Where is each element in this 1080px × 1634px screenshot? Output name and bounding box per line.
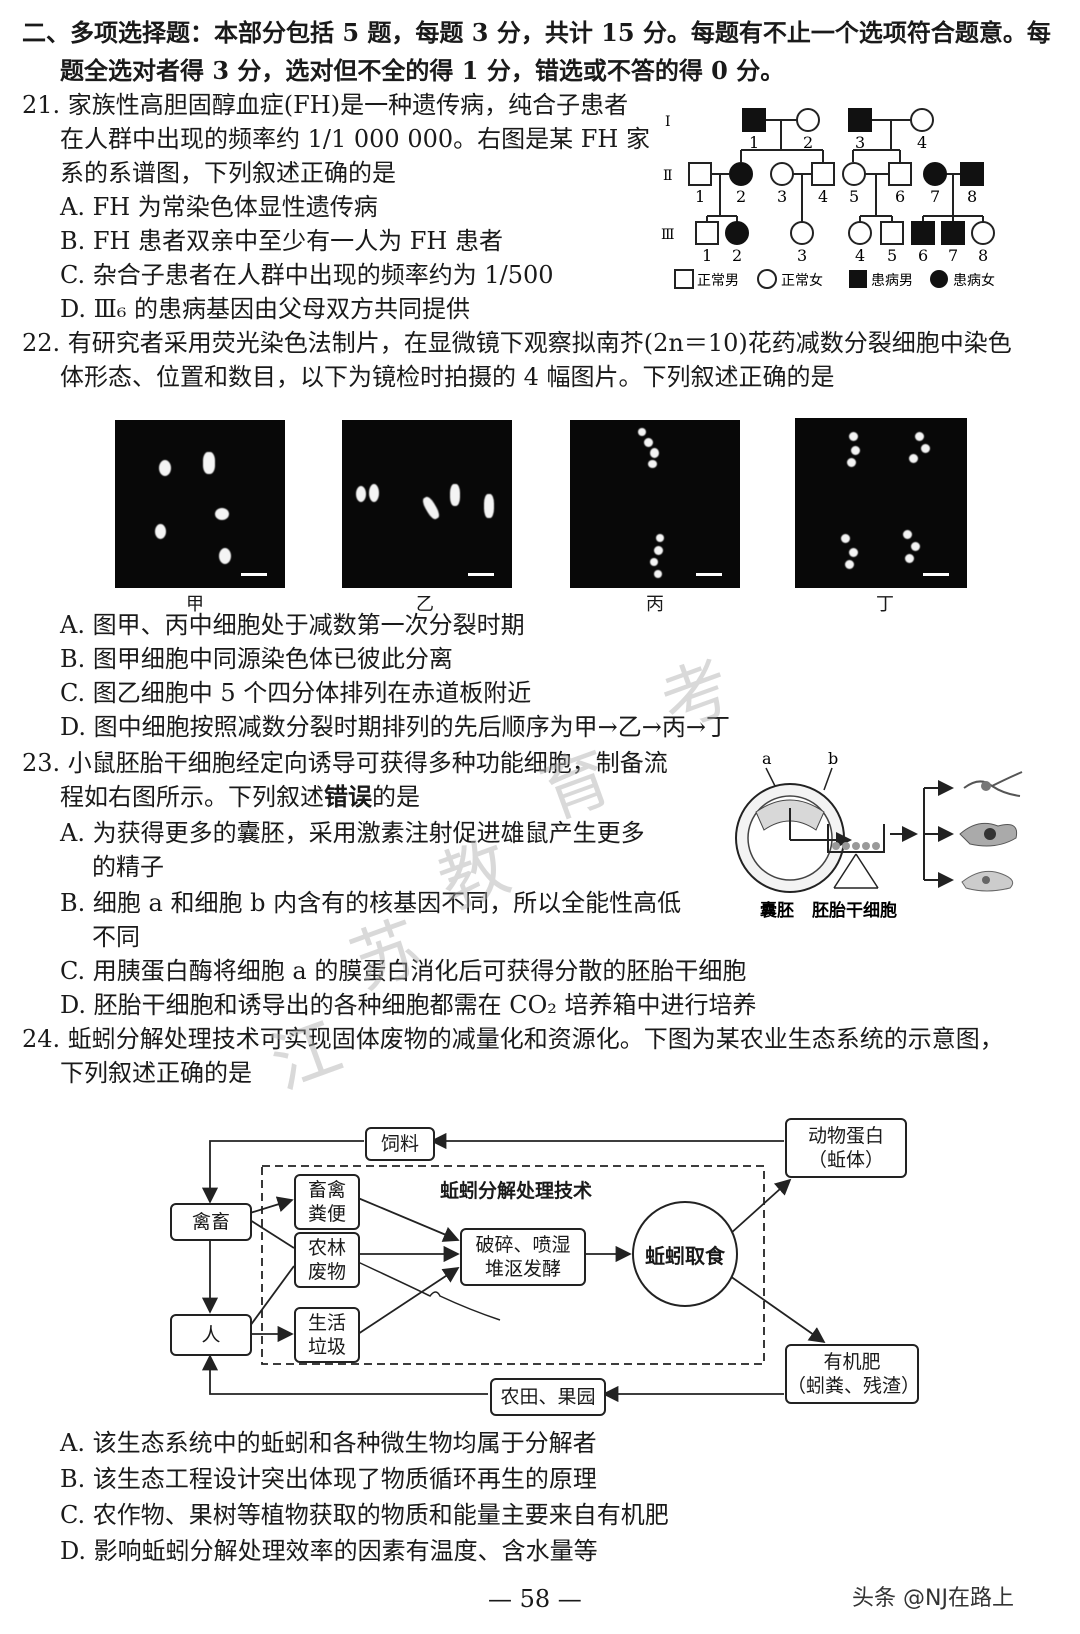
micrograph-label: 乙 [416, 594, 434, 615]
pedigree-number: 1 [695, 187, 705, 206]
q23-option-a: A. 为获得更多的囊胚，采用激素注射促进雄鼠产生更多 [60, 819, 645, 847]
pedigree-number: 8 [967, 187, 977, 206]
earthworm-label: 蚯蚓取食 [645, 1244, 725, 1268]
legend-affected-female: 患病女 [953, 272, 995, 289]
pedigree-number: 4 [917, 133, 927, 152]
legend-affected-male: 患病男 [871, 273, 913, 289]
q22-stem-line2: 体形态、位置和数目，以下为镜检时拍摄的 4 幅图片。下列叙述正确的是 [60, 363, 835, 391]
pedigree-number: 1 [749, 133, 759, 152]
pedigree-gen-label: Ⅲ [661, 227, 675, 243]
process-box: 破碎、喷湿堆沤发酵 [460, 1228, 586, 1286]
q22-option-c: C. 图乙细胞中 5 个四分体排列在赤道板附近 [60, 679, 532, 707]
earthworm-node [632, 1201, 738, 1307]
blastocyst-label: 囊胚 [759, 900, 794, 920]
q21-stem-line1: 21. 家族性高胆固醇血症(FH)是一种遗传病，纯合子患者 [22, 91, 629, 119]
pedigree-number: 3 [797, 246, 807, 265]
q21-stem-line2: 在人群中出现的频率约 1/1 000 000。右图是某 FH 家 [60, 125, 650, 153]
animal-protein-box: 动物蛋白（蚯体） [785, 1118, 907, 1178]
q23-option-a-cont: 的精子 [92, 853, 164, 881]
q22-option-d: D. 图中细胞按照减数分裂时期排列的先后顺序为甲→乙→丙→丁 [60, 713, 730, 741]
q21-option-d: D. Ⅲ₆ 的患病基因由父母双方共同提供 [60, 295, 471, 323]
pedigree-number: 7 [930, 187, 940, 206]
pedigree-number: 7 [948, 246, 958, 265]
q24-option-c: C. 农作物、果树等植物获取的物质和能量主要来自有机肥 [60, 1501, 669, 1529]
ag-waste-box: 农林废物 [294, 1232, 360, 1288]
esc-label: 胚胎干细胞 [812, 900, 897, 920]
pedigree-number: 1 [702, 246, 712, 265]
pedigree-number: 8 [978, 246, 988, 265]
legend-normal-female: 正常女 [781, 272, 823, 289]
q22-option-b: B. 图甲细胞中同源染色体已彼此分离 [60, 645, 453, 673]
q23-option-b-cont: 不同 [92, 923, 140, 951]
pedigree-number: 4 [818, 187, 828, 206]
q21-option-c: C. 杂合子患者在人群中出现的频率约为 1/500 [60, 261, 554, 289]
pedigree-number: 6 [895, 187, 905, 206]
livestock-box: 禽畜 [170, 1203, 252, 1241]
legend-normal-male: 正常男 [697, 273, 739, 289]
q24-option-b: B. 该生态工程设计突出体现了物质循环再生的原理 [60, 1465, 597, 1493]
micrograph-yi [342, 420, 512, 588]
q21-option-b: B. FH 患者双亲中至少有一人为 FH 患者 [60, 227, 503, 255]
pedigree-number: 2 [803, 133, 813, 152]
garbage-box: 生活垃圾 [294, 1307, 360, 1363]
pedigree-number: 4 [855, 246, 865, 265]
culture-dish-image [827, 824, 885, 853]
q23-option-c: C. 用胰蛋白酶将细胞 a 的膜蛋白消化后可获得分散的胚胎干细胞 [60, 957, 747, 985]
micrograph-bing [570, 420, 740, 588]
q23-stem-line1: 23. 小鼠胚胎干细胞经定向诱导可获得多种功能细胞，制备流 [22, 749, 668, 777]
micrograph-jia [115, 420, 285, 588]
stem-cell-figure: a b 囊胚 胚胎干细胞 [735, 749, 1023, 920]
micrograph-ding [795, 418, 967, 588]
emphasis-incorrect: 错误 [324, 782, 372, 811]
pedigree-number: 3 [855, 133, 865, 152]
q21-option-a: A. FH 为常染色体显性遗传病 [60, 193, 378, 221]
pedigree-number: 2 [736, 187, 746, 206]
q24-option-d: D. 影响蚯蚓分解处理效率的因素有温度、含水量等 [60, 1537, 598, 1565]
q23-stem-line2: 程如右图所示。下列叙述错误的是 [60, 782, 420, 811]
tech-title: 蚯蚓分解处理技术 [440, 1180, 593, 1202]
q22-stem-line1: 22. 有研究者采用荧光染色法制片，在显微镜下观察拟南芥(2n＝10)花药减数分… [22, 329, 1012, 357]
pedigree-chart: Ⅰ Ⅱ Ⅲ 1 2 3 4 1 2 3 4 5 6 7 8 1 2 3 4 5 … [661, 108, 995, 289]
q21-stem-line3: 系的系谱图，下列叙述正确的是 [60, 159, 396, 187]
label-a: a [762, 749, 772, 768]
manure-box: 畜禽粪便 [294, 1174, 360, 1230]
feed-box: 饲料 [365, 1127, 435, 1161]
label-b: b [828, 749, 838, 768]
micrograph-label: 丁 [876, 594, 894, 615]
q22-option-a: A. 图甲、丙中细胞处于减数第一次分裂时期 [60, 611, 525, 639]
section-header-line1: 二、多项选择题：本部分包括 5 题，每题 3 分，共计 15 分。每题有不止一个… [22, 18, 1051, 47]
pedigree-number: 3 [777, 187, 787, 206]
q24-stem-line2: 下列叙述正确的是 [60, 1059, 252, 1087]
human-box: 人 [170, 1314, 252, 1356]
q24-stem-line1: 24. 蚯蚓分解处理技术可实现固体废物的减量化和资源化。下图为某农业生态系统的示… [22, 1025, 1004, 1053]
pedigree-number: 6 [918, 246, 928, 265]
farmland-box: 农田、果园 [490, 1378, 606, 1416]
pedigree-number: 2 [732, 246, 742, 265]
q23-option-d: D. 胚胎干细胞和诱导出的各种细胞都需在 CO₂ 培养箱中进行培养 [60, 991, 757, 1019]
nerve-cell-image [963, 771, 1023, 797]
q23-option-b: B. 细胞 a 和细胞 b 内含有的核基因不同，所以全能性高低 [60, 889, 682, 917]
credit-text: 头条 @NJ在路上 [852, 1586, 1014, 1611]
page-number: — 58 — [488, 1585, 582, 1613]
pedigree-number: 5 [887, 246, 897, 265]
micrograph-label: 丙 [646, 594, 664, 615]
pedigree-gen-label: Ⅱ [663, 168, 673, 184]
pedigree-number: 5 [849, 187, 859, 206]
section-header-line2: 题全选对者得 3 分，选对但不全的得 1 分，错选或不答的得 0 分。 [60, 56, 785, 85]
micrograph-label: 甲 [186, 594, 204, 615]
pedigree-gen-label: Ⅰ [665, 114, 671, 130]
fertilizer-box: 有机肥（蚓粪、残渣） [785, 1344, 920, 1404]
q24-option-a: A. 该生态系统中的蚯蚓和各种微生物均属于分解者 [60, 1429, 597, 1457]
